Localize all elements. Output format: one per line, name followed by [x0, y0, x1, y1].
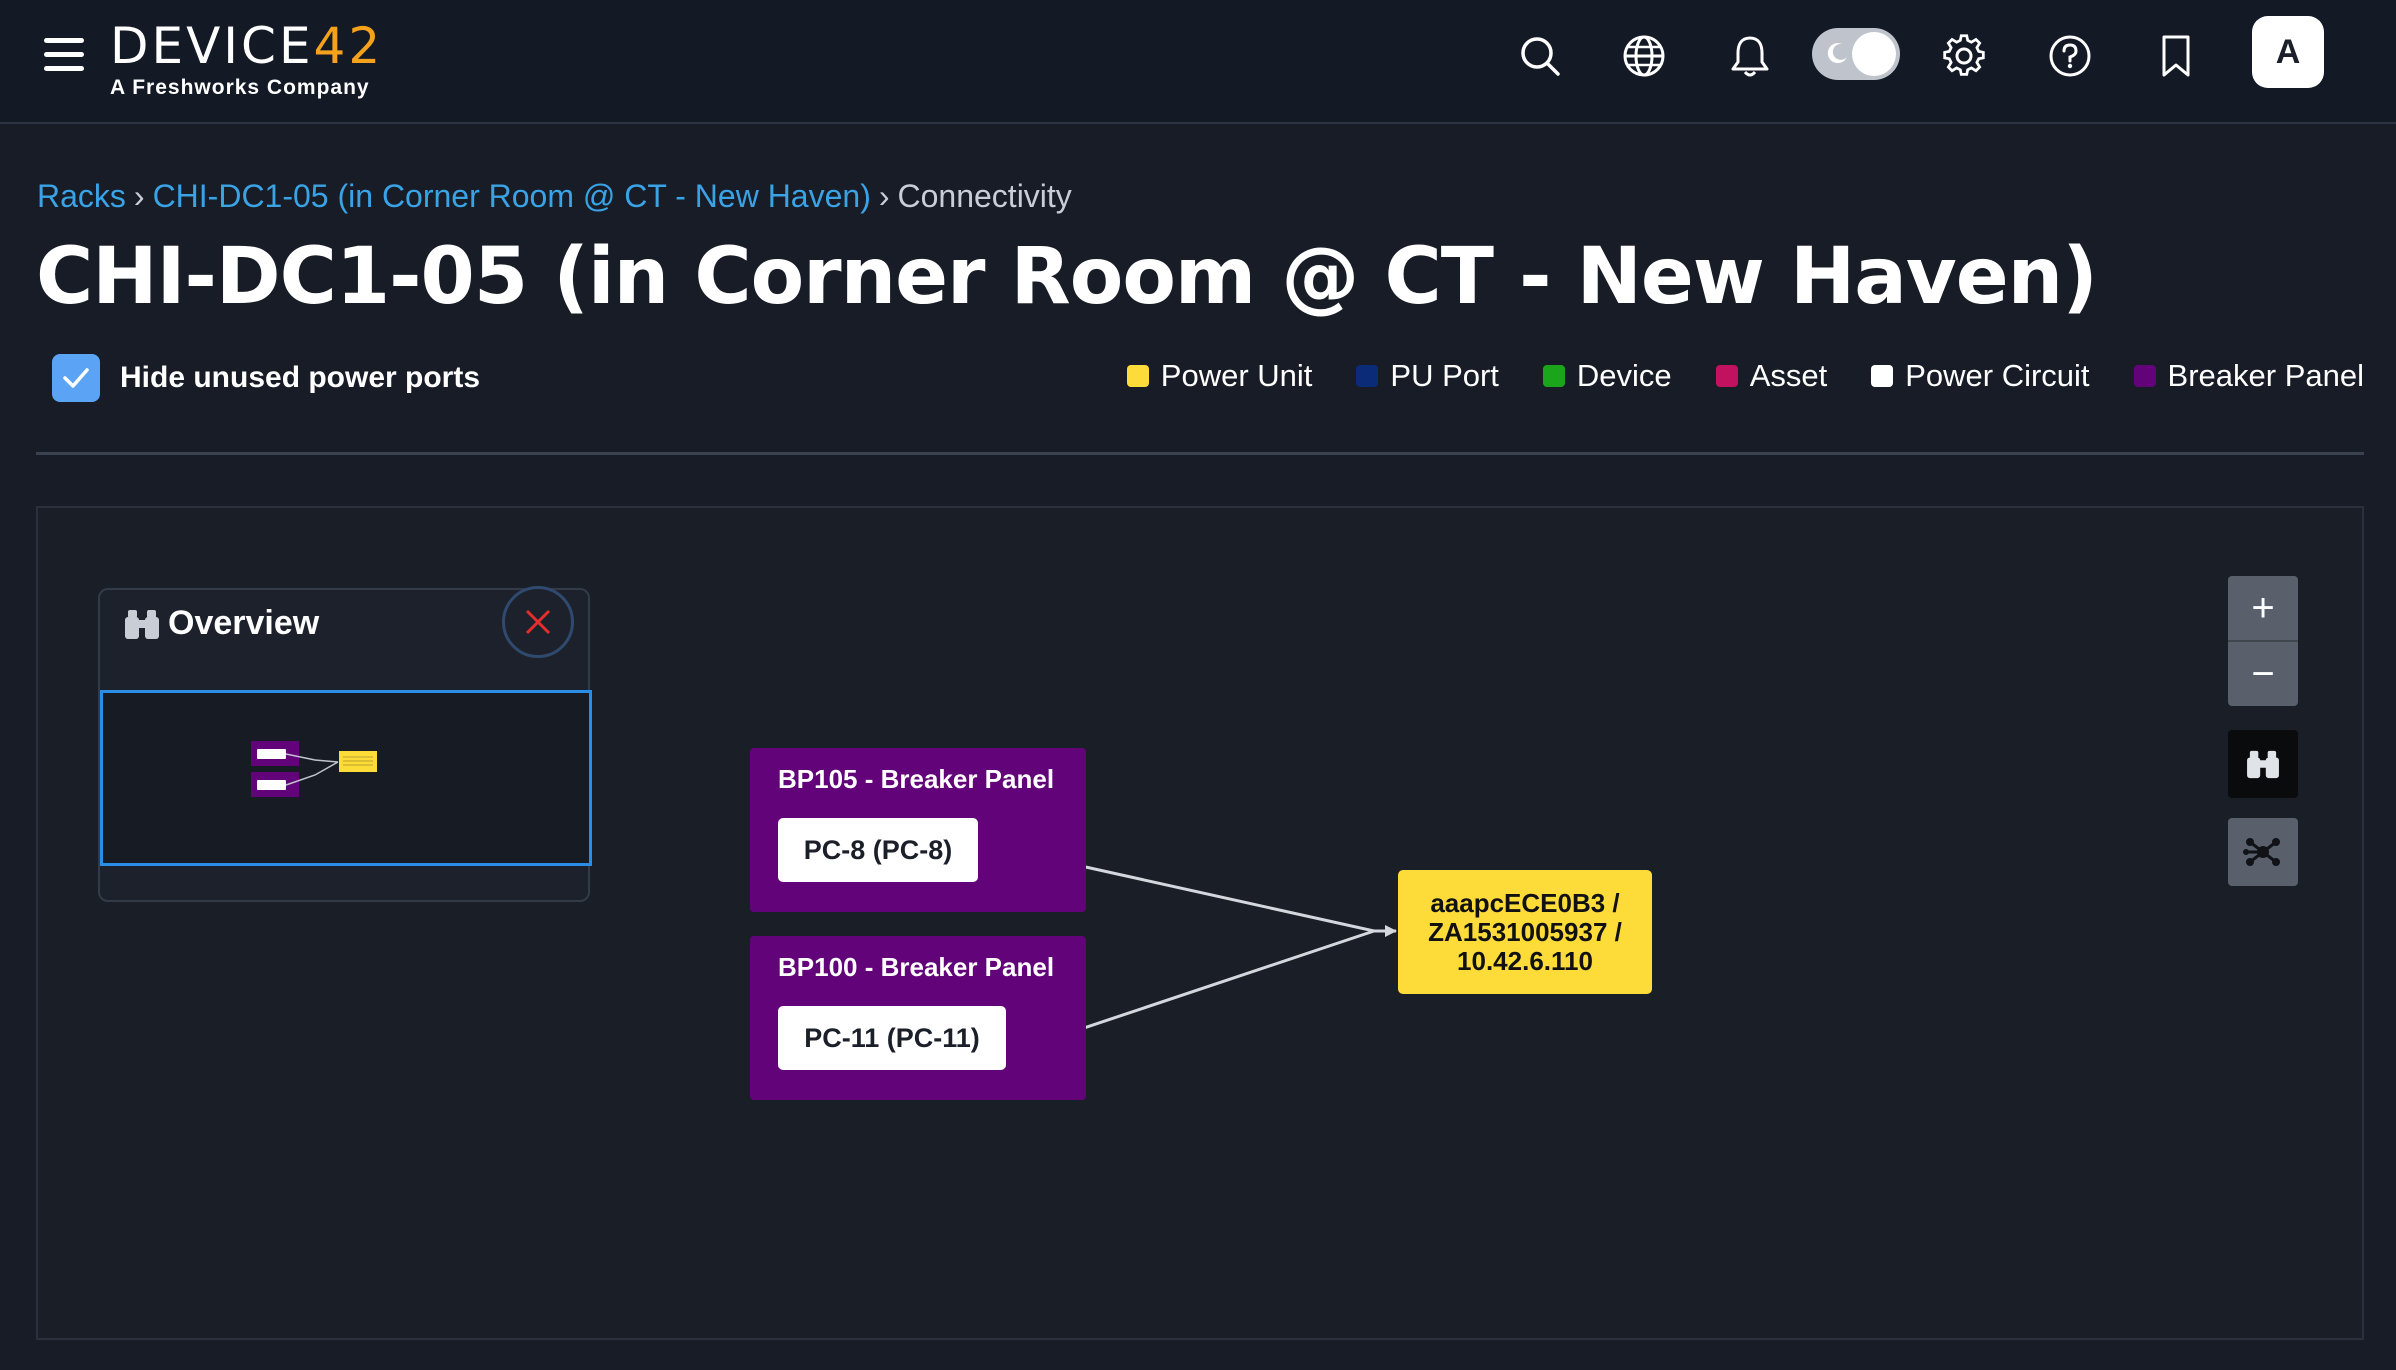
- zoom-in-button[interactable]: +: [2251, 585, 2275, 630]
- hide-unused-checkbox[interactable]: [52, 354, 100, 402]
- help-icon[interactable]: [2040, 26, 2100, 86]
- power-circuit-pc8[interactable]: PC-8 (PC-8): [778, 818, 978, 882]
- legend-swatch: [1356, 365, 1379, 387]
- legend-breaker-panel: Breaker Panel: [2133, 358, 2364, 394]
- power-unit-ip: 10.42.6.110: [1457, 945, 1593, 976]
- page-title: CHI-DC1-05 (in Corner Room @ CT - New Ha…: [36, 232, 2098, 322]
- divider: [36, 452, 2364, 455]
- binoculars-icon: [2247, 750, 2279, 779]
- legend-swatch: [1542, 365, 1565, 387]
- legend-device: Device: [1542, 358, 1672, 394]
- legend-label: Power Circuit: [1905, 358, 2090, 393]
- power-circuit-pc11[interactable]: PC-11 (PC-11): [778, 1006, 1006, 1070]
- moon-icon: [1827, 43, 1847, 64]
- menu-icon[interactable]: [44, 38, 84, 74]
- close-icon: [525, 609, 551, 635]
- overview-viewport[interactable]: [100, 690, 592, 866]
- breadcrumb-rack[interactable]: CHI-DC1-05 (in Corner Room @ CT - New Ha…: [152, 178, 871, 214]
- zoom-controls: + −: [2228, 576, 2298, 706]
- breadcrumb-separator: ›: [878, 178, 890, 214]
- logo-number: 42: [313, 17, 384, 75]
- overview-title-text: Overview: [168, 604, 320, 642]
- legend-swatch: [1126, 365, 1149, 387]
- legend-swatch: [1715, 365, 1738, 387]
- top-bar: DEVICE42 A Freshworks Company A: [0, 0, 2396, 124]
- breaker-panel-title: BP100 - Breaker Panel: [778, 952, 1055, 982]
- search-icon[interactable]: [1510, 26, 1570, 86]
- legend-power-unit: Power Unit: [1126, 358, 1313, 394]
- theme-toggle[interactable]: [1812, 28, 1900, 80]
- legend-label: Asset: [1749, 358, 1828, 393]
- check-icon: [63, 368, 89, 388]
- bell-icon[interactable]: [1720, 26, 1780, 86]
- power-unit-name: aaapcECE0B3 /: [1430, 887, 1620, 918]
- hide-unused-label: Hide unused power ports: [120, 361, 481, 394]
- hide-unused-power-ports[interactable]: Hide unused power ports: [52, 354, 480, 402]
- binoculars-icon: [125, 609, 159, 639]
- logo-text: DEVICE: [110, 17, 314, 75]
- user-avatar[interactable]: A: [2252, 16, 2324, 88]
- layout-button[interactable]: [2228, 818, 2298, 886]
- overview-toggle-button[interactable]: [2228, 730, 2298, 798]
- network-layout-icon: [2243, 838, 2280, 866]
- gear-icon[interactable]: [1934, 26, 1994, 86]
- legend-label: Breaker Panel: [2167, 358, 2364, 393]
- legend-label: Device: [1576, 358, 1672, 393]
- breadcrumb: Racks›CHI-DC1-05 (in Corner Room @ CT - …: [37, 178, 1072, 215]
- legend-swatch: [2133, 365, 2156, 387]
- power-unit-node[interactable]: aaapcECE0B3 / ZA1531005937 / 10.42.6.110: [1398, 870, 1652, 994]
- power-unit-serial: ZA1531005937 /: [1428, 916, 1622, 947]
- overview-minimap: [251, 741, 377, 797]
- legend: Power Unit PU Port Device Asset Power Ci…: [1126, 358, 2364, 394]
- device42-logo[interactable]: DEVICE42 A Freshworks Company: [110, 18, 383, 100]
- breadcrumb-current: Connectivity: [897, 178, 1072, 214]
- legend-asset: Asset: [1715, 358, 1828, 394]
- logo-subtitle: A Freshworks Company: [110, 76, 370, 99]
- connectivity-canvas[interactable]: Overview: [36, 506, 2364, 1340]
- overview-close-button[interactable]: [502, 586, 574, 658]
- legend-pu-port: PU Port: [1356, 358, 1499, 394]
- breaker-panel-bp100[interactable]: BP100 - Breaker Panel PC-11 (PC-11): [750, 936, 1086, 1100]
- legend-label: Power Unit: [1160, 358, 1313, 393]
- breadcrumb-racks[interactable]: Racks: [37, 178, 126, 214]
- overview-title: Overview: [124, 604, 319, 643]
- bookmark-icon[interactable]: [2146, 26, 2206, 86]
- globe-icon[interactable]: [1614, 26, 1674, 86]
- zoom-out-button[interactable]: −: [2251, 651, 2275, 696]
- legend-label: PU Port: [1390, 358, 1499, 393]
- overview-panel: Overview: [98, 586, 592, 902]
- breaker-panel-bp105[interactable]: BP105 - Breaker Panel PC-8 (PC-8): [750, 748, 1086, 912]
- breaker-panel-title: BP105 - Breaker Panel: [778, 764, 1055, 794]
- legend-swatch: [1871, 365, 1894, 387]
- legend-power-circuit: Power Circuit: [1871, 358, 2090, 394]
- breadcrumb-separator: ›: [133, 178, 145, 214]
